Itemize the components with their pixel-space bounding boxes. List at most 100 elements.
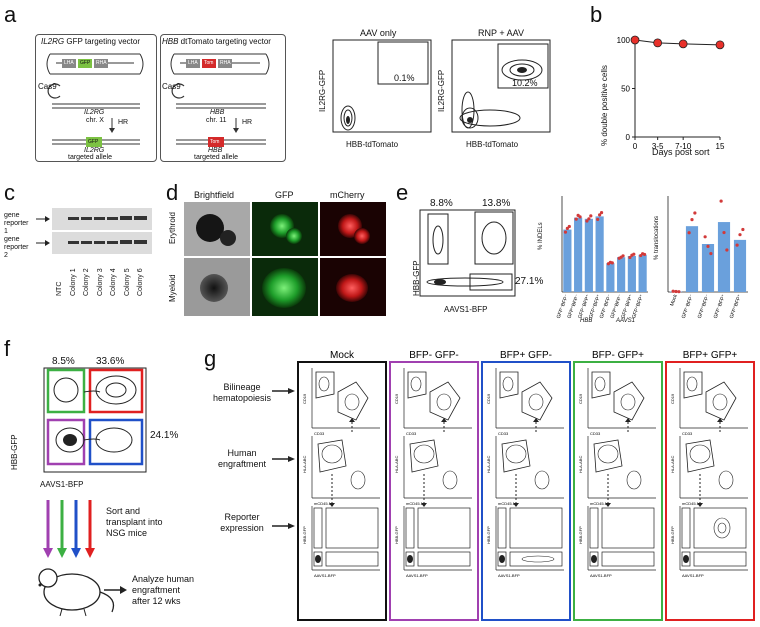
flow-plot-f — [38, 367, 147, 617]
trans-dot — [674, 289, 678, 294]
g-plot-xlabel: CD33 — [682, 431, 693, 436]
g-row-arrowhead — [288, 388, 295, 394]
b-xtick-label: 3-5 — [652, 142, 664, 151]
indels-bar — [574, 217, 583, 292]
g-contour — [713, 517, 731, 539]
analyze-text: Analyze human engraftment after 12 wks — [132, 574, 195, 606]
g-gate — [497, 551, 507, 567]
g-gate — [591, 371, 611, 399]
g-gate — [509, 551, 563, 567]
g-link-head — [349, 418, 355, 422]
indels-dot — [621, 254, 625, 258]
cas9-label-1: Cas9 — [38, 82, 57, 91]
il2rg-gene: IL2RG — [84, 109, 105, 116]
g-link-head — [697, 503, 703, 507]
g-gate — [601, 507, 655, 549]
g-gate — [325, 507, 379, 549]
g-link-head — [717, 418, 723, 422]
g-contour — [505, 444, 527, 464]
panel-label-a: a — [4, 2, 17, 27]
rnp-aav-pct: 10.2% — [512, 78, 538, 88]
trans-dot — [725, 248, 729, 252]
hbb-targeted-allele: targeted allele — [194, 154, 238, 161]
panel-label-e: e — [396, 180, 409, 205]
g-contour — [344, 393, 360, 411]
g-column-title: BFP- GFP+ — [592, 350, 644, 361]
g-contour — [689, 444, 711, 464]
panel-label-d: d — [166, 180, 179, 205]
indels-dot — [598, 213, 602, 217]
trans-dot — [690, 217, 694, 222]
trans-dot — [719, 199, 723, 203]
g-plot-xlabel: AAVS1-BFP — [590, 573, 612, 578]
g-column-frame — [297, 361, 387, 621]
f-xlabel: AAVS1-BFP — [40, 480, 84, 489]
panel-label-c: c — [4, 180, 15, 205]
g-plot-xlabel: mCD45.1 — [498, 501, 516, 506]
trans-bar — [701, 244, 715, 292]
indels-dot — [578, 215, 582, 219]
indels-chart: GFP⁻BFP⁻GFP⁺BFP⁻GFP⁻BFP⁺GFP⁺BFP⁺GFP⁻BFP⁻… — [556, 196, 648, 319]
g-plot-xlabel: AAVS1-BFP — [314, 573, 336, 578]
g-contour — [683, 555, 689, 563]
g-contour — [626, 470, 642, 490]
indels-dot — [628, 255, 632, 260]
g-link-head — [605, 503, 611, 507]
indels-bar — [584, 218, 593, 292]
tom-allele-label: Tom — [210, 139, 220, 145]
g-plot-xlabel: CD33 — [590, 431, 601, 436]
g-gate — [521, 381, 553, 421]
g-contour — [315, 555, 321, 563]
cas9-label-2: Cas9 — [162, 82, 181, 91]
trans-bar — [685, 226, 699, 292]
trans-dot — [671, 289, 675, 293]
g-row-label: Reporter expression — [220, 512, 264, 533]
hr-label-1: HR — [118, 119, 129, 126]
g-plot-ylabel: HLA-ABC — [394, 456, 399, 473]
g-contour — [717, 522, 727, 534]
b-xtick-label: 15 — [716, 142, 725, 151]
trans-bar — [733, 239, 747, 292]
indels-dot — [632, 252, 636, 256]
trans-dot — [706, 244, 710, 248]
g-contour — [534, 470, 550, 490]
lha-label-2: LHA — [188, 60, 198, 66]
indels-bar — [595, 216, 604, 292]
microscopy-images — [184, 202, 386, 316]
rha-label: RHA — [96, 60, 107, 66]
il2rg-box-title: IL2RG GFP targeting vector — [41, 37, 141, 46]
g-link-head — [513, 503, 519, 507]
g-plot-xlabel: mCD45.1 — [406, 501, 424, 506]
g-column-title: BFP+ GFP+ — [683, 350, 738, 361]
trans-dot — [693, 211, 697, 215]
e-pct-tr: 13.8% — [482, 198, 511, 209]
g-contour — [620, 393, 636, 411]
b-ytick-label: 50 — [621, 85, 630, 94]
g-gate — [589, 551, 599, 567]
indels-bar — [627, 256, 636, 292]
e-pct-tl: 8.8% — [430, 198, 453, 209]
aav-only-title: AAV only — [360, 28, 397, 38]
g-contour — [410, 376, 422, 392]
g-contour — [597, 444, 619, 464]
g-gate — [613, 381, 645, 421]
il2rg-targeted-allele: targeted allele — [68, 154, 112, 161]
rha-label-2: RHA — [220, 60, 231, 66]
indels-dot — [587, 217, 591, 221]
g-contour — [712, 393, 728, 411]
il2rg-vector-box — [35, 34, 157, 162]
indels-dot — [585, 219, 589, 223]
g-contour — [318, 376, 330, 392]
gel-image — [36, 208, 152, 254]
indels-bar — [638, 254, 647, 292]
g-row-label: Human engraftment — [217, 448, 267, 469]
il2rg-targeted: IL2RG — [84, 147, 105, 154]
trans-dot — [738, 233, 742, 237]
g-gate — [693, 551, 747, 567]
g-gate — [417, 551, 471, 567]
panel-label-g: g — [204, 346, 217, 371]
g-row-arrowhead — [288, 523, 295, 529]
g-link-head — [329, 503, 335, 507]
g-row-label: Bilineage hematopoiesis — [212, 382, 272, 403]
trans-dot — [722, 230, 726, 235]
